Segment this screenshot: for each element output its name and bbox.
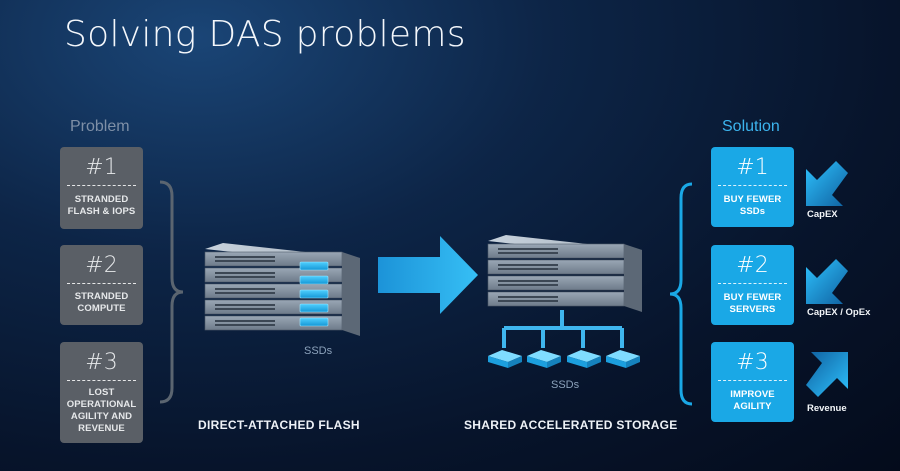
- solution-bracket: [669, 182, 693, 406]
- server-rack-icon: [487, 235, 642, 312]
- problem-card-line: OPERATIONAL: [66, 399, 137, 410]
- problem-card-line: STRANDED: [74, 291, 129, 302]
- card-divider: [718, 380, 787, 381]
- problem-card-line: AGILITY AND: [70, 411, 133, 422]
- solution-card-3: #3 IMPROVE AGILITY: [711, 342, 794, 422]
- solution-card-line: BUY FEWER: [723, 194, 782, 205]
- solution-card-text: IMPROVE AGILITY: [711, 389, 794, 413]
- problem-card-text: LOST OPERATIONAL AGILITY AND REVENUE: [60, 387, 143, 435]
- problem-card-number: #3: [85, 350, 118, 375]
- card-divider: [718, 283, 787, 284]
- problem-card-text: STRANDED COMPUTE: [60, 291, 143, 315]
- solution-card-number: #3: [736, 350, 769, 375]
- problem-card-number: #1: [85, 155, 118, 180]
- solution-card-number: #2: [736, 253, 769, 278]
- ssd-label-left: SSDs: [304, 345, 333, 357]
- ssd-icon: [488, 350, 640, 368]
- solution-card-line: AGILITY: [733, 401, 772, 412]
- impact-label-capex-opex: CapEX / OpEx: [807, 307, 871, 318]
- down-left-arrow-icon: [806, 161, 848, 206]
- shared-accelerated-storage-label: SHARED ACCELERATED STORAGE: [464, 418, 678, 432]
- down-left-arrow-icon: [806, 259, 848, 304]
- solution-card-line: SSDs: [739, 206, 766, 217]
- problem-card-number: #2: [85, 253, 118, 278]
- problem-card-line: FLASH & IOPS: [67, 206, 136, 217]
- impact-label-revenue: Revenue: [807, 403, 847, 414]
- problem-card-1: #1 STRANDED FLASH & IOPS: [60, 147, 143, 229]
- solution-card-line: BUY FEWER: [723, 292, 782, 303]
- ssd-icon: [299, 261, 329, 327]
- problem-card-line: LOST: [88, 387, 115, 398]
- direct-attached-flash-label: DIRECT-ATTACHED FLASH: [198, 418, 360, 432]
- ssd-label-right: SSDs: [551, 379, 580, 391]
- problem-bracket: [159, 180, 184, 404]
- card-divider: [718, 185, 787, 186]
- connector-tree: [502, 310, 624, 348]
- problem-card-2: #2 STRANDED COMPUTE: [60, 245, 143, 325]
- problem-card-line: REVENUE: [78, 423, 125, 434]
- impact-label-capex: CapEX: [807, 209, 838, 220]
- solution-card-line: SERVERS: [729, 304, 776, 315]
- right-arrow-icon: [378, 236, 478, 314]
- card-divider: [67, 185, 136, 186]
- card-divider: [67, 283, 136, 284]
- slide-title: Solving DAS problems: [64, 14, 466, 55]
- problem-card-line: COMPUTE: [77, 303, 126, 314]
- problem-card-line: STRANDED: [74, 194, 129, 205]
- problem-heading: Problem: [70, 118, 130, 135]
- solution-card-2: #2 BUY FEWER SERVERS: [711, 245, 794, 325]
- solution-card-text: BUY FEWER SERVERS: [711, 292, 794, 316]
- solution-card-1: #1 BUY FEWER SSDs: [711, 147, 794, 227]
- problem-card-text: STRANDED FLASH & IOPS: [60, 194, 143, 218]
- solution-card-text: BUY FEWER SSDs: [711, 194, 794, 218]
- server-rack-icon: [204, 243, 360, 336]
- up-right-arrow-icon: [806, 352, 848, 397]
- problem-card-3: #3 LOST OPERATIONAL AGILITY AND REVENUE: [60, 342, 143, 443]
- solution-card-number: #1: [736, 155, 769, 180]
- solution-card-line: IMPROVE: [730, 389, 775, 400]
- solution-heading: Solution: [722, 118, 780, 135]
- card-divider: [67, 380, 136, 381]
